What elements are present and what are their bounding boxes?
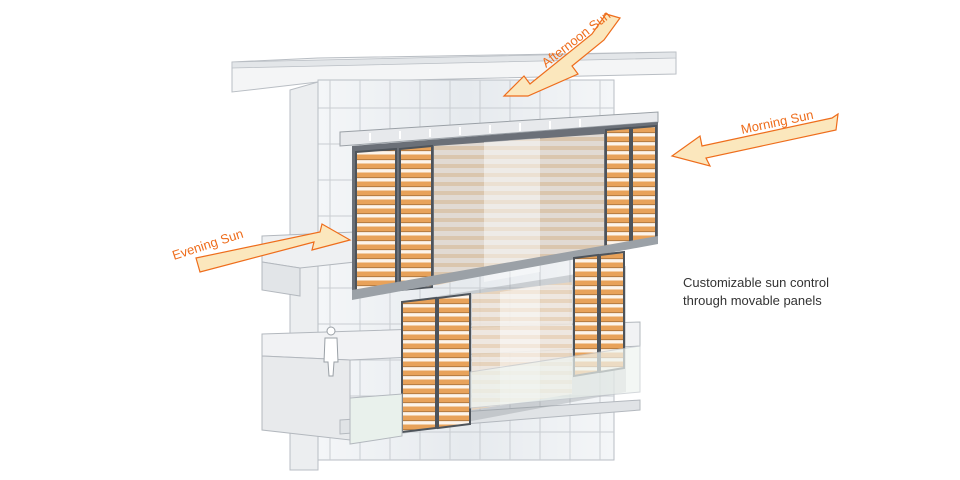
caption-line-1: Customizable sun control: [683, 275, 829, 290]
upper-left-panel-2: [399, 144, 433, 292]
upper-right-panel-1: [605, 126, 631, 250]
upper-middle-sliding-panels: [434, 134, 604, 286]
morning-sun-arrow: Morning Sun: [670, 107, 839, 167]
glass-railing: [349, 345, 641, 445]
upper-facade: [352, 122, 658, 300]
caption-line-2: through movable panels: [683, 293, 822, 308]
person-figure: [323, 326, 339, 377]
lower-left-panel-1: [401, 296, 437, 434]
upper-right-panel-2: [631, 124, 657, 246]
upper-left-panel-1: [355, 147, 397, 296]
lower-left-panel-2: [437, 292, 471, 430]
diagram-caption: Customizable sun control through movable…: [683, 274, 923, 310]
